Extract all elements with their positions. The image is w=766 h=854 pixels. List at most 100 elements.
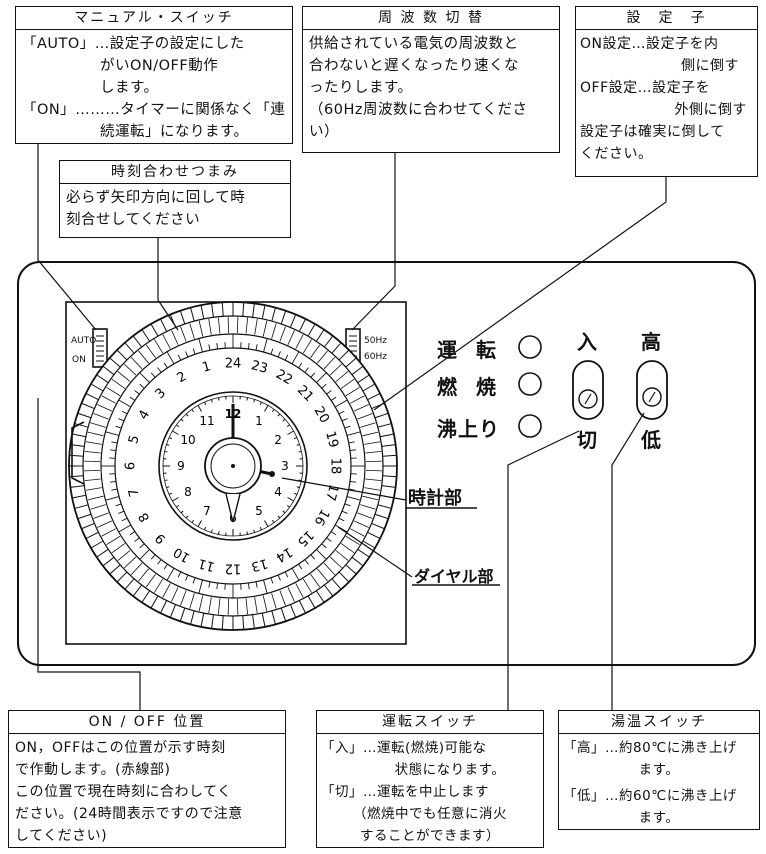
clock-tick bbox=[246, 397, 249, 401]
setter-segment bbox=[242, 302, 245, 317]
dial-tick bbox=[118, 524, 132, 533]
setter-segment bbox=[97, 404, 113, 412]
dial-tick bbox=[121, 517, 128, 522]
clock-hour-label: 10 bbox=[180, 433, 195, 447]
dial-tick bbox=[344, 503, 351, 507]
dial-tick bbox=[111, 441, 118, 444]
setter-segment bbox=[338, 571, 350, 583]
setter-segment bbox=[70, 485, 85, 488]
clock-tick bbox=[168, 492, 172, 495]
leader-run-switch bbox=[507, 430, 580, 710]
setter-segment bbox=[350, 395, 365, 404]
frequency-line: ったりします。 bbox=[309, 80, 413, 96]
run-lamp-label: 運 転 bbox=[437, 338, 502, 362]
dial-hour-label: 12 bbox=[225, 561, 242, 576]
dial-tick bbox=[255, 344, 258, 351]
setter-segment bbox=[353, 404, 369, 412]
dial-tick bbox=[150, 372, 156, 378]
clock-tick bbox=[277, 413, 281, 417]
switch-on-label: 入 bbox=[577, 330, 598, 354]
clock-tick bbox=[217, 397, 220, 401]
setter-segment bbox=[84, 460, 101, 463]
setter-segment bbox=[106, 386, 121, 397]
clock-tick bbox=[197, 405, 202, 412]
setter-segment bbox=[117, 550, 131, 561]
setter-segment bbox=[236, 317, 239, 334]
time-knob-title: 時刻合わせつまみ bbox=[60, 161, 290, 184]
time-knob-line: 刻合せしてください bbox=[66, 212, 201, 228]
setter-segments bbox=[69, 302, 397, 630]
dial-hour-label: 18 bbox=[328, 458, 343, 475]
setter-box: 設 定 子 ON設定…設定子を内 側に倒す OFF設定…設定子を 外側に倒す 設… bbox=[575, 6, 758, 177]
setter-segment bbox=[189, 323, 195, 339]
setter-line: 設定子は確実に倒して bbox=[580, 124, 725, 140]
setter-segment bbox=[380, 433, 394, 438]
setter-segment bbox=[329, 363, 343, 376]
setter-segment bbox=[340, 543, 355, 554]
setter-segment bbox=[102, 365, 115, 376]
setter-segment bbox=[254, 597, 258, 614]
setter-segment bbox=[302, 578, 313, 593]
clock-tick bbox=[204, 401, 207, 405]
clock-tick bbox=[176, 424, 180, 428]
dial-tick bbox=[263, 338, 268, 353]
temp-switch-line: ます。 bbox=[638, 762, 680, 778]
dial-tick bbox=[166, 567, 175, 581]
dial-tick bbox=[338, 517, 345, 522]
setter-segment bbox=[84, 478, 101, 482]
setter-segment bbox=[116, 349, 128, 361]
dial-tick bbox=[216, 582, 219, 589]
dial-hour-label: 13 bbox=[249, 555, 269, 574]
clock-tick bbox=[176, 504, 180, 508]
dial-hour-label: 5 bbox=[126, 434, 143, 446]
dial-tick bbox=[310, 554, 316, 560]
setter-segment bbox=[211, 614, 214, 629]
clock-hour-label: 1 bbox=[255, 414, 263, 428]
setter-segment bbox=[262, 320, 268, 337]
dial-tick bbox=[291, 567, 300, 581]
leader-onoff-position bbox=[37, 398, 141, 710]
setter-segment bbox=[279, 590, 286, 606]
dial-tick bbox=[208, 344, 211, 351]
dial-tick bbox=[157, 559, 162, 565]
dial-tick bbox=[344, 425, 351, 429]
setter-segment bbox=[81, 402, 95, 410]
switch-off-label: 切 bbox=[577, 428, 598, 452]
setter-segment bbox=[145, 573, 156, 588]
run-switch-title: 運転スイッチ bbox=[317, 711, 543, 734]
clock-tick bbox=[164, 479, 168, 482]
setter-segment bbox=[111, 378, 126, 389]
setter-segment bbox=[153, 339, 164, 354]
dial-tick bbox=[139, 383, 145, 389]
setter-segment bbox=[221, 302, 224, 317]
clock-tick bbox=[180, 418, 184, 422]
setter-segment bbox=[217, 598, 221, 615]
dial-tick bbox=[255, 581, 258, 588]
clock-tick bbox=[168, 437, 172, 440]
onoff-position-title: ON / OFF 位置 bbox=[9, 711, 285, 734]
setter-segment bbox=[200, 305, 205, 319]
setter-segment bbox=[160, 318, 168, 332]
dial-tick bbox=[346, 496, 361, 501]
setter-segment bbox=[84, 450, 101, 454]
setter-segment bbox=[109, 357, 121, 368]
setter-segment bbox=[211, 303, 214, 318]
setter-segment bbox=[364, 441, 381, 445]
dial-tick bbox=[121, 410, 128, 415]
setter-segment bbox=[360, 504, 376, 510]
setter-segment bbox=[252, 303, 255, 318]
leader-temp-switch bbox=[611, 412, 645, 710]
setter-segment bbox=[77, 513, 92, 520]
onoff-position-line: ON，OFFはこの位置が示す時刻 bbox=[15, 740, 226, 756]
run-switch-line: 状態になります。 bbox=[394, 762, 506, 778]
setter-segment bbox=[101, 395, 116, 404]
clock-hour-label: 7 bbox=[203, 504, 211, 518]
setter-segment bbox=[345, 357, 357, 368]
clock-tick bbox=[172, 430, 179, 435]
setter-segment bbox=[335, 371, 349, 382]
setter-segment bbox=[371, 522, 385, 530]
setter-segment bbox=[179, 607, 186, 622]
setter-segment bbox=[85, 441, 102, 445]
clock-tick bbox=[185, 413, 189, 417]
setter-segment bbox=[109, 564, 121, 575]
